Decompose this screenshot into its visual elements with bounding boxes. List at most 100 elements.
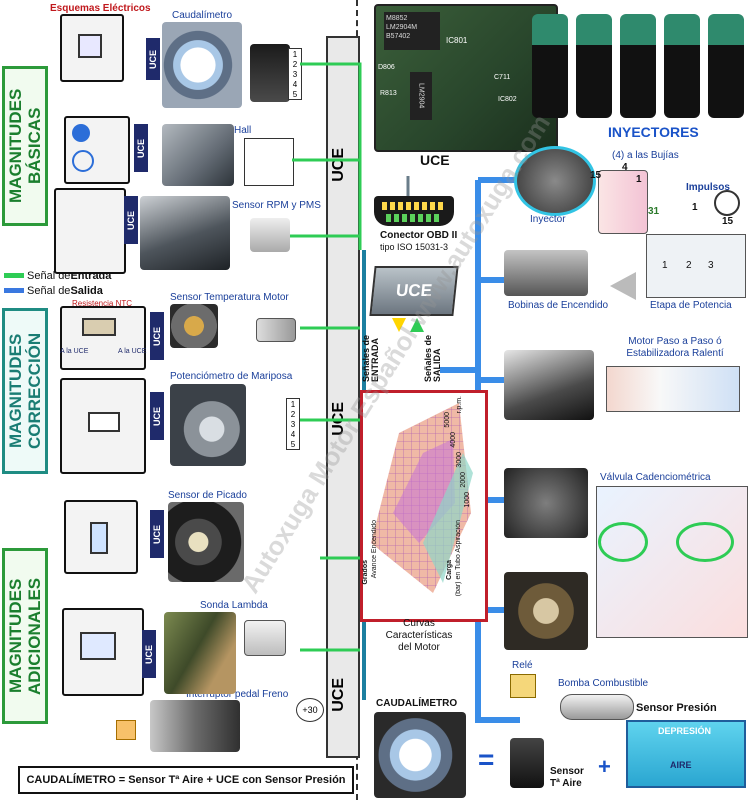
- legend-output: Señal de Salida: [4, 283, 134, 298]
- obd-subtitle: tipo ISO 15031-3: [380, 242, 449, 252]
- coils-photo: [504, 250, 588, 296]
- rpm-ticks: r.p.m. 5000 4000 3000 2000 1000: [444, 396, 476, 516]
- coil-num-15b: 15: [722, 216, 734, 227]
- chip1-line1: M8852: [386, 15, 408, 22]
- cadence-drawing: [596, 486, 748, 638]
- injector-1: [532, 14, 568, 118]
- flowmeter-photo: [162, 22, 242, 108]
- hall-sensor-icon: [72, 124, 90, 142]
- label-temp: Sensor Temperatura Motor: [170, 292, 289, 303]
- legend-output-bold: Salida: [70, 284, 103, 297]
- lambda-photo: [164, 612, 236, 694]
- injector-4: [664, 14, 700, 118]
- hall-connector: [244, 138, 294, 186]
- advance-sub: Avance Encendido: [371, 520, 378, 579]
- load-axis: Carga (bar) en Tubo Aspiración: [446, 520, 478, 612]
- curves-caption-1: Curvas: [403, 618, 435, 629]
- coil-num-1b: 1: [692, 202, 698, 213]
- rpm-photo: [140, 196, 230, 270]
- pcb-ic802: IC802: [498, 96, 517, 103]
- obd-title: Conector OBD II: [380, 230, 458, 241]
- pulse-icon: [714, 190, 740, 216]
- bottom-flowmeter-title: CAUDALÍMETRO: [376, 698, 458, 709]
- wire-flowmeter: [300, 62, 362, 250]
- throttle-pin-2: 2: [290, 409, 296, 419]
- hall-photo: [162, 124, 234, 186]
- label-injectors: INYECTORES: [608, 124, 699, 140]
- flow-pin-2: 2: [292, 59, 298, 69]
- relay-icon: [510, 674, 536, 698]
- bottom-temp-sensor: [510, 738, 544, 788]
- label-knock: Sensor de Picado: [168, 490, 247, 501]
- idle-motor-photo: [504, 350, 594, 420]
- advance-label: Grados: [362, 560, 369, 585]
- rpm-tick-5000: 5000: [444, 412, 451, 428]
- throttle-pin-3: 3: [290, 419, 296, 429]
- ntc-a-la-uce-right: A la UCE: [118, 348, 147, 355]
- pcb-uce-label: UCE: [420, 152, 450, 168]
- uce-main-box: UCE: [369, 266, 459, 316]
- brake-photo: [150, 700, 240, 752]
- pcb-d806: D806: [378, 64, 395, 71]
- scheme-flowmeter-core: [78, 34, 102, 58]
- label-lambda: Sonda Lambda: [200, 600, 268, 611]
- rpm-tick-1000: 1000: [464, 492, 471, 508]
- label-hall: Hall: [234, 125, 252, 136]
- power-num-3: 3: [708, 260, 714, 271]
- power-stage: [646, 234, 746, 298]
- rpm-tick-3000: 3000: [456, 452, 463, 468]
- label-brake: Interruptor pedal Freno: [186, 689, 289, 700]
- label-pressure-sensor: Sensor Presión: [636, 702, 717, 714]
- ntc-a-la-uce-left: A la UCE: [60, 348, 89, 355]
- fuel-pump-icon: [560, 694, 634, 720]
- label-pulses: Impulsos: [686, 182, 730, 193]
- scheme-ntc: [60, 306, 146, 370]
- obd-pins-2: [386, 214, 442, 222]
- section-additional: MAGNITUDES ADICIONALES: [2, 548, 48, 724]
- pcb-chip3: LM2904: [410, 72, 432, 120]
- flow-pin-5: 5: [292, 89, 298, 99]
- label-cadence: Válvula Cadenciométrica: [600, 472, 711, 483]
- fuel-pump-photo: [504, 572, 588, 650]
- power-num-2: 2: [686, 260, 692, 271]
- label-flowmeter: Caudalímetro: [172, 10, 233, 21]
- coil-num-31: 31: [648, 206, 660, 217]
- cadence-photo: [504, 468, 588, 538]
- input-arrow-icon: [392, 318, 406, 332]
- label-fuel-pump: Bomba Combustible: [558, 678, 649, 689]
- pcb-chip1: M8852 LM2904M B57402: [384, 12, 440, 50]
- brake-plus30-text: +30: [302, 705, 318, 715]
- flow-pin-1: 1: [292, 49, 298, 59]
- wire-output-main: [475, 180, 520, 723]
- output-arrow-icon: [410, 318, 424, 332]
- throttle-pin-4: 4: [290, 429, 296, 439]
- rpm-tick-2000: 2000: [460, 472, 467, 488]
- ntc-resistor-icon: [82, 318, 116, 336]
- engine-map-svg: [371, 403, 473, 593]
- uce-outputs-label: Señales de SALIDA: [423, 334, 442, 382]
- bottom-flowmeter-photo: [374, 712, 466, 798]
- throttle-pins: 1 2 3 4 5: [286, 398, 300, 450]
- throttle-pot-icon: [88, 412, 120, 432]
- knock-crystal-icon: [90, 522, 108, 554]
- lambda-drawing: [244, 620, 286, 656]
- brake-plus30-badge: +30: [296, 698, 324, 722]
- injectors-group: [532, 14, 746, 124]
- injector-photo-frame: [514, 146, 596, 216]
- coil-num-1: 1: [636, 174, 642, 185]
- label-coils: Bobinas de Encendido: [508, 300, 609, 311]
- coil-num-4: 4: [622, 162, 628, 173]
- chip3-label: LM2904: [417, 83, 425, 109]
- label-power-stage: Etapa de Potencia: [650, 300, 732, 311]
- scheme-knock: [64, 500, 138, 574]
- chip1-line3: B57402: [386, 33, 411, 40]
- label-idle-motor: Motor Paso a Paso ó Estabilizadora Ralen…: [626, 336, 724, 359]
- rpm-connector-photo: [250, 218, 290, 252]
- obd-pins: [382, 202, 446, 210]
- power-arrow-icon: [610, 272, 636, 300]
- injector-3: [620, 14, 656, 118]
- throttle-pin-1: 1: [290, 399, 296, 409]
- temp-photo: [170, 304, 218, 348]
- bottom-plus: +: [598, 754, 611, 779]
